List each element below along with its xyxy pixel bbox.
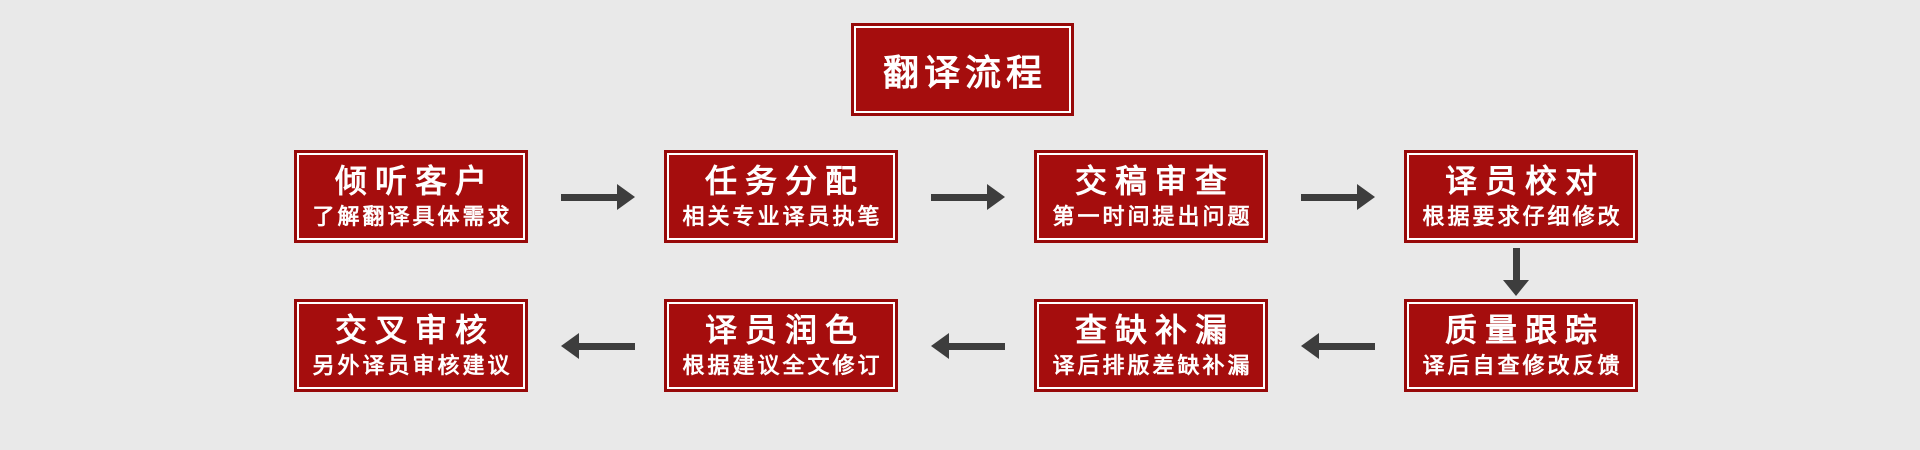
step-title: 交叉审核 (334, 311, 495, 348)
step-subtitle: 译后排版差缺补漏 (1052, 352, 1253, 378)
arrow-shaft (1513, 248, 1520, 282)
step-title: 倾听客户 (334, 162, 495, 199)
step-title: 交稿审查 (1074, 162, 1235, 199)
arrow-shaft (1317, 343, 1375, 350)
step-title: 任务分配 (704, 162, 865, 199)
arrow-shaft (577, 343, 635, 350)
step-box-translator-polishing: 译员润色 根据建议全文修订 (664, 299, 898, 392)
step-box-task-assignment: 任务分配 相关专业译员执笔 (664, 150, 898, 243)
step-box-translator-proofreading: 译员校对 根据要求仔细修改 (1404, 150, 1638, 243)
arrow-head (1357, 184, 1375, 210)
step-subtitle: 译后自查修改反馈 (1422, 352, 1623, 378)
step-subtitle: 了解翻译具体需求 (312, 203, 513, 229)
step-subtitle: 根据建议全文修订 (682, 352, 883, 378)
arrow-down-icon (1503, 248, 1529, 296)
step-title: 译员润色 (704, 311, 865, 348)
page-title: 翻译流程 (882, 51, 1047, 93)
flowchart-title-box: 翻译流程 (851, 23, 1074, 116)
step-title: 质量跟踪 (1444, 311, 1605, 348)
step-box-listen-customer: 倾听客户 了解翻译具体需求 (294, 150, 528, 243)
arrow-right-icon (561, 184, 635, 210)
arrow-right-icon (931, 184, 1005, 210)
step-box-quality-tracking: 质量跟踪 译后自查修改反馈 (1404, 299, 1638, 392)
arrow-head (1301, 333, 1319, 359)
step-title: 查缺补漏 (1074, 311, 1235, 348)
arrow-head (617, 184, 635, 210)
arrow-shaft (931, 194, 989, 201)
step-box-gap-filling: 查缺补漏 译后排版差缺补漏 (1034, 299, 1268, 392)
arrow-head (561, 333, 579, 359)
step-title: 译员校对 (1444, 162, 1605, 199)
arrow-head (931, 333, 949, 359)
arrow-left-icon (931, 333, 1005, 359)
arrow-left-icon (561, 333, 635, 359)
step-box-draft-review: 交稿审查 第一时间提出问题 (1034, 150, 1268, 243)
arrow-shaft (561, 194, 619, 201)
step-subtitle: 第一时间提出问题 (1052, 203, 1253, 229)
step-subtitle: 相关专业译员执笔 (682, 203, 883, 229)
step-box-cross-review: 交叉审核 另外译员审核建议 (294, 299, 528, 392)
step-subtitle: 根据要求仔细修改 (1422, 203, 1623, 229)
arrow-left-icon (1301, 333, 1375, 359)
arrow-right-icon (1301, 184, 1375, 210)
arrow-head (987, 184, 1005, 210)
arrow-head (1503, 280, 1529, 296)
arrow-shaft (1301, 194, 1359, 201)
arrow-shaft (947, 343, 1005, 350)
step-subtitle: 另外译员审核建议 (312, 352, 513, 378)
